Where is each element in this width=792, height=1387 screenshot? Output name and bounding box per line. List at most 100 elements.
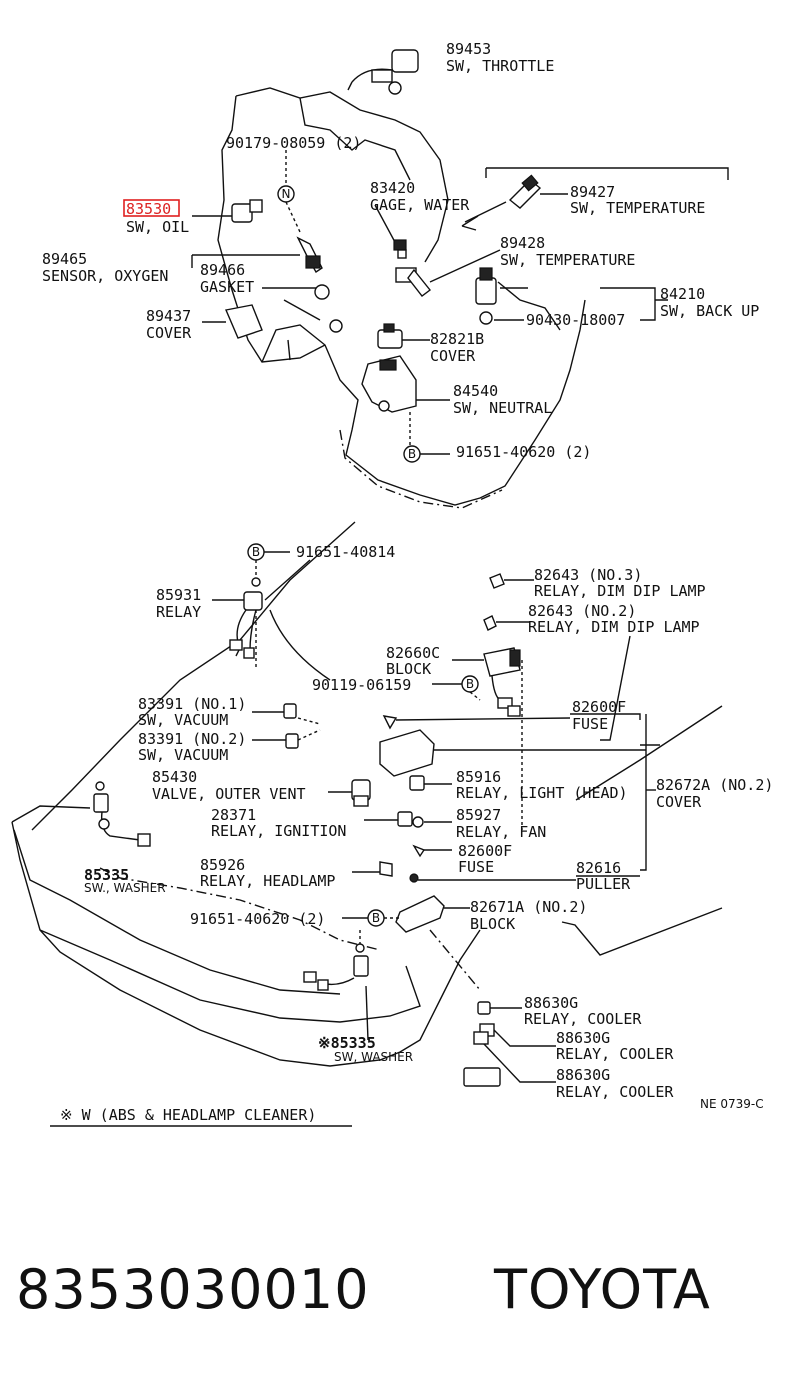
label-84210: 84210 (660, 285, 705, 303)
cover-82821-icon (377, 323, 430, 349)
label-85335-b: ※85335 (318, 1034, 376, 1052)
label-89453-desc: SW, THROTTLE (446, 57, 554, 75)
label-85430-desc: VALVE, OUTER VENT (152, 785, 306, 803)
svg-text:B: B (466, 677, 474, 691)
part-number: 8353030010 (16, 1258, 370, 1321)
throttle-switch-icon (347, 49, 419, 95)
label-88630-b: 88630G (556, 1029, 610, 1047)
label-82616: 82616 (576, 859, 621, 877)
label-85335-a: 85335 (84, 866, 129, 884)
engine-outline (217, 87, 586, 509)
backup-switch-icon (475, 267, 668, 325)
label-88630-c-desc: RELAY, COOLER (556, 1083, 674, 1101)
callout-b-upper: B (403, 412, 450, 463)
label-82672-desc: COVER (656, 793, 702, 811)
label-88630-a: 88630G (524, 994, 578, 1012)
label-89466-desc: GASKET (200, 278, 254, 296)
label-88630-b-desc: RELAY, COOLER (556, 1045, 674, 1063)
label-82616-desc: PULLER (576, 875, 631, 893)
label-85430: 85430 (152, 768, 197, 786)
label-90430: 90430-18007 (526, 311, 625, 329)
label-82643-no2: 82643 (NO.2) (528, 602, 636, 620)
label-82821: 82821B (430, 330, 484, 348)
label-89428-desc: SW, TEMPERATURE (500, 251, 635, 269)
label-89465: 89465 (42, 250, 87, 268)
cooler-relay-icons (463, 1001, 556, 1087)
label-84210-desc: SW, BACK UP (660, 302, 759, 320)
svg-text:B: B (252, 545, 260, 559)
label-82643-no2-desc: RELAY, DIM DIP LAMP (528, 618, 700, 636)
label-85916: 85916 (456, 768, 501, 786)
block-82671-icon: B (342, 895, 481, 991)
label-89427-desc: SW, TEMPERATURE (570, 199, 705, 217)
label-89453: 89453 (446, 40, 491, 58)
label-82600f-2: 82600F (458, 842, 512, 860)
neutral-switch-icon (361, 355, 450, 413)
label-28371-desc: RELAY, IGNITION (211, 822, 346, 840)
label-83420-desc: GAGE, WATER (370, 196, 470, 214)
label-84540-desc: SW, NEUTRAL (453, 399, 552, 417)
label-83391-no2-desc: SW, VACUUM (138, 746, 228, 764)
label-82660: 82660C (386, 644, 440, 662)
label-84540: 84540 (453, 382, 498, 400)
callout-b-mid: B (247, 543, 290, 580)
washer-switch-center-icon (303, 930, 369, 1041)
label-85926-desc: RELAY, HEADLAMP (200, 872, 335, 890)
water-gage-icon (374, 204, 501, 297)
svg-text:B: B (408, 447, 416, 461)
label-89437: 89437 (146, 307, 191, 325)
relay-cluster-icons (352, 775, 576, 883)
vacuum-switch-icons (252, 703, 321, 749)
label-82600f-desc: FUSE (572, 715, 608, 733)
block-82660-icon (452, 647, 523, 830)
labels: 89453 SW, THROTTLE 90179-08059 (2) 83530… (16, 40, 773, 1321)
label-89427: 89427 (570, 183, 615, 201)
label-82660-desc: BLOCK (386, 660, 431, 678)
label-85931-desc: RELAY (156, 603, 201, 621)
callout-b-90119: B (432, 675, 481, 701)
label-28371: 28371 (211, 806, 256, 824)
temperature-switch-icon (461, 167, 729, 231)
oil-switch-icon (192, 199, 263, 223)
cover-89437-icon (202, 304, 263, 339)
label-83391-no2: 83391 (NO.2) (138, 730, 246, 748)
relay-85931-icon (212, 577, 263, 670)
label-85335-b-desc: SW, WASHER (334, 1050, 413, 1064)
footnote: ※ W (ABS & HEADLAMP CLEANER) (60, 1106, 316, 1124)
label-85926: 85926 (200, 856, 245, 874)
label-90179: 90179-08059 (2) (226, 134, 361, 152)
label-85931: 85931 (156, 586, 201, 604)
label-83391-no1: 83391 (NO.1) (138, 695, 246, 713)
label-85927: 85927 (456, 806, 501, 824)
label-91651-b: 91651-40814 (296, 543, 395, 561)
label-82600f-2-desc: FUSE (458, 858, 494, 876)
oxygen-sensor-icon (191, 236, 343, 333)
label-85916-desc: RELAY, LIGHT (HEAD) (456, 784, 628, 802)
label-90119: 90119-06159 (312, 676, 411, 694)
highlight-box (123, 199, 180, 217)
washer-switch-left-icon (93, 781, 151, 847)
label-83530: 83530 (126, 200, 171, 218)
body-outline (11, 521, 723, 1067)
label-83420: 83420 (370, 179, 415, 197)
label-89465-desc: SENSOR, OXYGEN (42, 267, 168, 285)
label-89428: 89428 (500, 234, 545, 252)
label-85927-desc: RELAY, FAN (456, 823, 546, 841)
svg-text:B: B (372, 911, 380, 925)
label-85335-a-desc: SW., WASHER (84, 881, 166, 895)
label-82600f: 82600F (572, 698, 626, 716)
fuse-cover-icon (379, 635, 660, 877)
label-88630-a-desc: RELAY, COOLER (524, 1010, 642, 1028)
brand-name: TOYOTA (493, 1258, 711, 1321)
label-82671-desc: BLOCK (470, 915, 515, 933)
label-89437-desc: COVER (146, 324, 192, 342)
label-89466: 89466 (200, 261, 245, 279)
label-91651-a: 91651-40620 (2) (456, 443, 591, 461)
label-82672: 82672A (NO.2) (656, 776, 773, 794)
callout-n: N (277, 150, 301, 233)
label-91651-c: 91651-40620 (2) (190, 910, 325, 928)
label-82821-desc: COVER (430, 347, 476, 365)
outer-vent-valve-icon (328, 779, 371, 807)
svg-text:N: N (282, 187, 291, 201)
